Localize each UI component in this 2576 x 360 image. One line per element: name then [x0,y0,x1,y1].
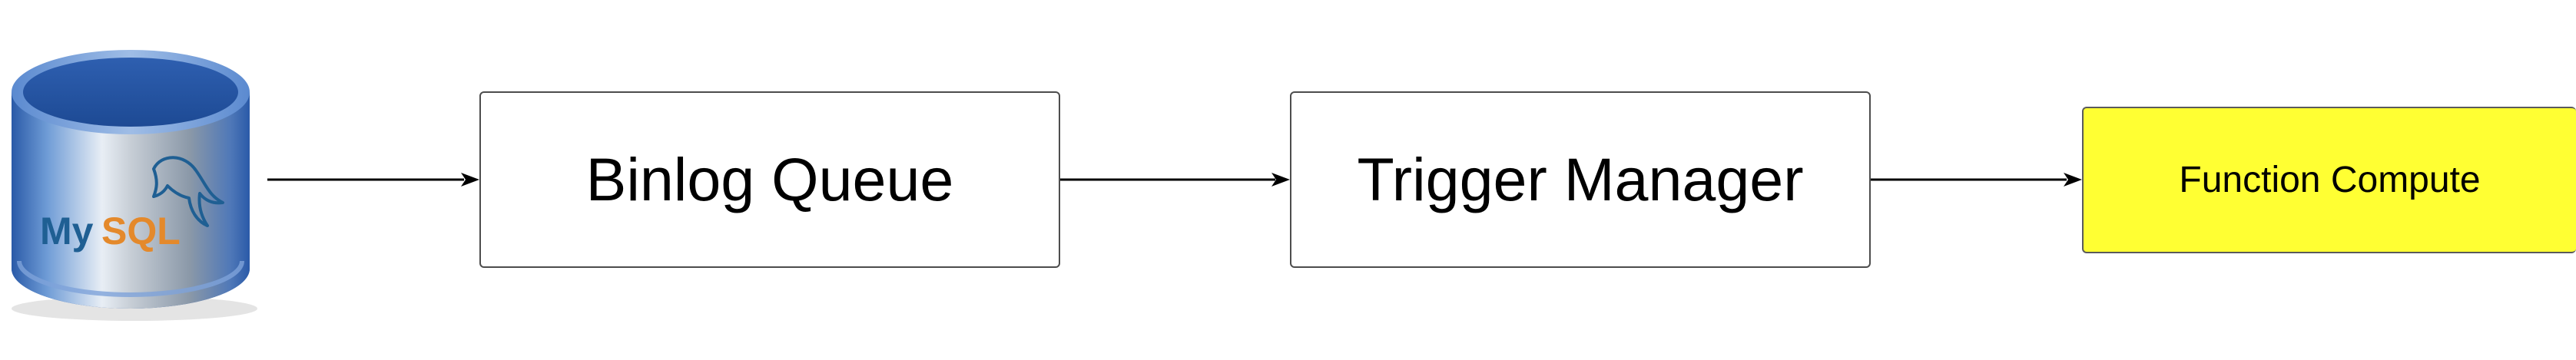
trigger-manager-label: Trigger Manager [1357,145,1804,213]
arrow-trigger-to-function [1871,173,2082,187]
mysql-logo-text-sql: SQL [101,210,181,253]
function-compute-label: Function Compute [2179,160,2481,200]
arrow-binlog-to-trigger [1060,173,1290,187]
trigger-manager-node: Trigger Manager [1290,91,1871,268]
mysql-database-icon: My SQL [12,50,257,321]
arrow-mysql-to-binlog [267,173,479,187]
binlog-queue-node: Binlog Queue [479,91,1060,268]
mysql-logo-text-my: My [40,210,94,253]
function-compute-node: Function Compute [2082,107,2576,253]
binlog-queue-label: Binlog Queue [585,145,954,213]
